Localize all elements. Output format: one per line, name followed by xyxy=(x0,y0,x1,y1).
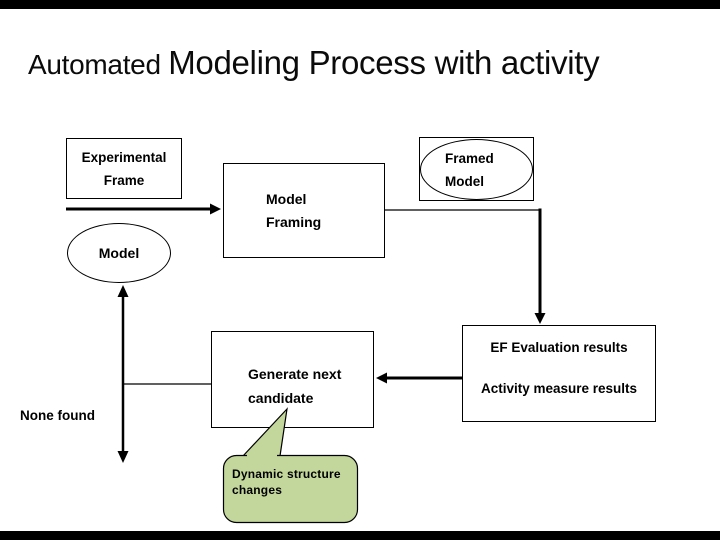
generate-next-candidate-box: Generate next candidate xyxy=(211,331,374,428)
framed-model-line1: Framed xyxy=(445,150,494,166)
model-ellipse-label: Model xyxy=(98,244,140,261)
letterbox-bottom xyxy=(0,531,720,540)
model-framing-box: Model Framing xyxy=(223,163,385,258)
arrow-up-to-model-head xyxy=(117,285,129,297)
slide-title-part2: Modeling Process with activity xyxy=(168,44,600,81)
arrow-ef-to-generate-head xyxy=(376,372,387,384)
model-ellipse: Model xyxy=(67,223,171,283)
callout-line2: changes xyxy=(232,483,283,497)
activity-measure-results-label: Activity measure results xyxy=(480,381,638,396)
arrow-elbow-to-ef-head xyxy=(534,313,546,324)
model-framing-line1: Model xyxy=(266,190,307,207)
arrow-expframe-to-framing-head xyxy=(210,203,221,215)
framed-model-line2: Model xyxy=(445,173,484,189)
framed-model-ellipse: Framed Model xyxy=(420,139,533,200)
dynamic-structure-callout-text: Dynamic structure changes xyxy=(232,466,341,498)
ef-evaluation-results-box: EF Evaluation results Activity measure r… xyxy=(462,325,656,422)
generate-candidate-line2: candidate xyxy=(248,390,314,406)
slide-title: Automated Modeling Process with activity xyxy=(28,44,708,82)
ef-evaluation-results-label: EF Evaluation results xyxy=(490,340,628,355)
experimental-frame-line1: Experimental xyxy=(81,149,167,165)
generate-candidate-line1: Generate next xyxy=(248,366,342,382)
arrow-down-none-found-head xyxy=(117,451,129,463)
letterbox-top xyxy=(0,0,720,9)
none-found-label: None found xyxy=(20,408,95,423)
framed-model-box: Framed Model xyxy=(419,137,534,201)
callout-line1: Dynamic structure xyxy=(232,467,341,481)
model-framing-line2: Framing xyxy=(266,213,322,230)
callout-seam-patch xyxy=(247,454,277,458)
experimental-frame-line2: Frame xyxy=(103,172,145,188)
slide-title-part1: Automated xyxy=(28,49,169,80)
experimental-frame-box: Experimental Frame xyxy=(66,138,182,199)
